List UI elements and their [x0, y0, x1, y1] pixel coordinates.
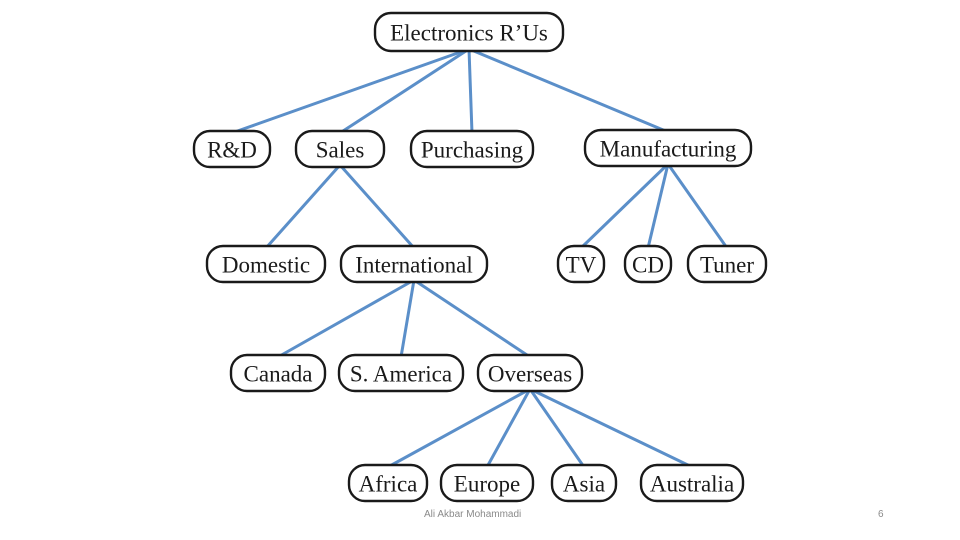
node-s-america: S. America [337, 353, 465, 393]
edge-manufacturing-tuner [666, 162, 729, 250]
node-manufacturing: Manufacturing [583, 128, 753, 168]
edge-international-canada [276, 278, 416, 359]
node-label: Australia [650, 472, 734, 497]
edge-sales-international [338, 163, 416, 250]
node-label: Purchasing [421, 138, 524, 163]
node-tv: TV [556, 244, 606, 284]
node-label: Europe [454, 472, 520, 497]
node-box [192, 129, 272, 169]
node-box [229, 353, 327, 393]
node-label: Manufacturing [600, 137, 737, 162]
node-label: TV [566, 253, 597, 278]
node-label: Overseas [488, 362, 572, 387]
node-label: S. America [350, 362, 452, 387]
node-label: R&D [207, 138, 257, 163]
node-label: Electronics R’Us [390, 21, 548, 46]
edge-root-sales [338, 47, 471, 135]
edge-overseas-africa [386, 387, 532, 469]
node-label: Domestic [222, 253, 310, 278]
node-purchasing: Purchasing [409, 129, 535, 169]
edge-sales-domestic [264, 163, 342, 250]
node-cd: CD [623, 244, 673, 284]
node-tuner: Tuner [686, 244, 768, 284]
node-label: Canada [244, 362, 313, 387]
node-box [205, 244, 327, 284]
node-label: Africa [359, 472, 418, 497]
node-box [347, 463, 429, 503]
node-box [373, 11, 565, 53]
node-domestic: Domestic [205, 244, 327, 284]
node-box [583, 128, 753, 168]
edge-international-overseas [412, 278, 532, 359]
node-box [409, 129, 535, 169]
node-box [686, 244, 768, 284]
edge-overseas-asia [528, 387, 586, 469]
footer-author: Ali Akbar Mohammadi [424, 509, 522, 520]
node-box [623, 244, 673, 284]
tree-edges [230, 47, 729, 469]
edge-overseas-australia [528, 387, 694, 469]
node-box [294, 129, 386, 169]
node-r-d: R&D [192, 129, 272, 169]
edge-overseas-europe [485, 387, 532, 469]
node-label: International [355, 253, 473, 278]
node-box [339, 244, 489, 284]
node-box [556, 244, 606, 284]
node-international: International [339, 244, 489, 284]
node-overseas: Overseas [476, 353, 584, 393]
node-europe: Europe [439, 463, 535, 503]
edge-root-manufacturing [467, 47, 670, 134]
tree-nodes: Electronics R’UsR&D Sales Purchasing Manufa… [192, 11, 768, 503]
edge-manufacturing-tv [579, 162, 670, 250]
node-africa: Africa [347, 463, 429, 503]
node-box [550, 463, 618, 503]
edge-root-purchasing [467, 47, 474, 135]
node-label: Tuner [700, 253, 754, 278]
edge-manufacturing-cd [646, 162, 670, 250]
node-box [439, 463, 535, 503]
node-australia: Australia [639, 463, 745, 503]
page-number: 6 [878, 509, 884, 520]
node-electronics-r-us: Electronics R’Us [373, 11, 565, 53]
node-label: Sales [316, 138, 365, 163]
node-label: CD [632, 253, 664, 278]
node-box [337, 353, 465, 393]
node-canada: Canada [229, 353, 327, 393]
edge-root-rd [230, 47, 471, 135]
edge-international-samerica [399, 278, 416, 359]
node-sales: Sales [294, 129, 386, 169]
node-box [639, 463, 745, 503]
node-asia: Asia [550, 463, 618, 503]
node-label: Asia [563, 472, 605, 497]
node-box [476, 353, 584, 393]
